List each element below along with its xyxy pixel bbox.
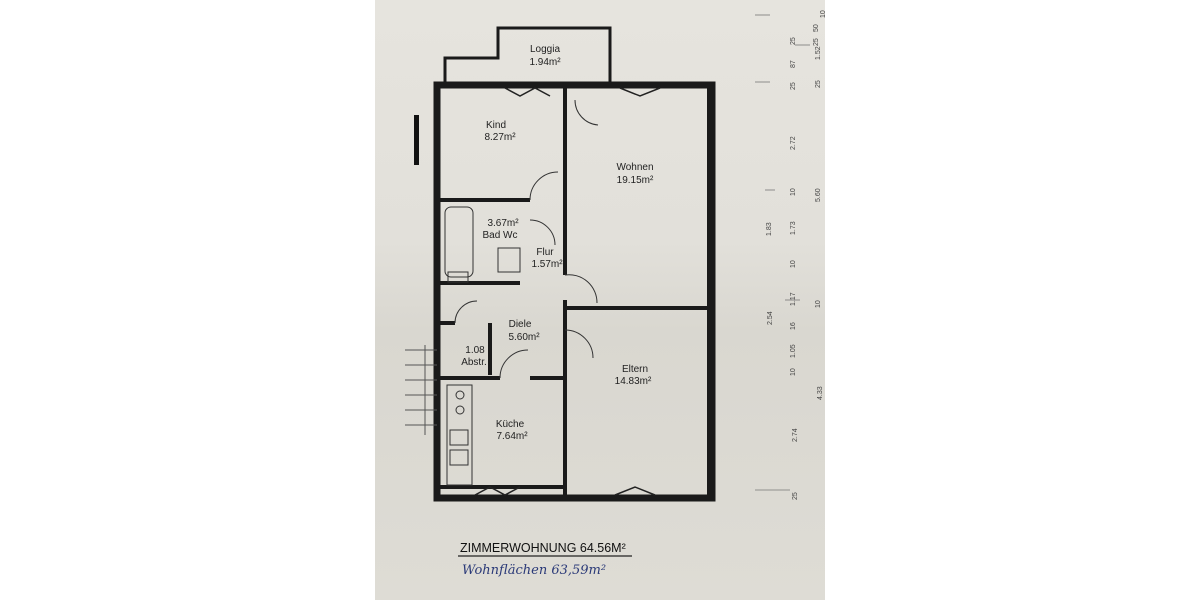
interior-walls xyxy=(440,88,708,495)
dim-label: 2.54 xyxy=(767,311,774,325)
dim-label: 10 xyxy=(790,188,797,196)
loggia-wall xyxy=(443,26,612,85)
dimension-lines xyxy=(755,14,810,491)
room-area-wohnen: 19.15m² xyxy=(617,175,654,186)
dim-label: 5.60 xyxy=(815,188,822,202)
kitchen-fixtures xyxy=(446,384,473,486)
dim-label: 25 xyxy=(813,38,820,46)
dim-label: 16 xyxy=(790,322,797,330)
room-name-abstr: Abstr. xyxy=(461,357,487,368)
doors xyxy=(454,99,599,379)
dim-label: 1.73 xyxy=(790,221,797,235)
door-eltern xyxy=(564,329,594,359)
marker xyxy=(414,115,419,165)
room-area-eltern: 14.83m² xyxy=(615,376,652,387)
dim-label: 50 xyxy=(813,24,820,32)
dim-label: 1.83 xyxy=(766,222,773,236)
room-area-diele: 5.60m² xyxy=(508,332,540,343)
room-area-kueche: 7.64m² xyxy=(496,431,528,442)
room-name-kueche: Küche xyxy=(496,419,525,430)
room-area-loggia: 1.94m² xyxy=(529,57,561,68)
dim-label: 2.72 xyxy=(790,136,797,150)
dim-label: 1.17 xyxy=(790,292,797,306)
dim-label: 1.52 xyxy=(815,46,822,60)
dim-label: 25 xyxy=(792,492,799,500)
room-name-diele: Diele xyxy=(509,319,532,330)
dim-label: 2.74 xyxy=(792,428,799,442)
floor-plan-paper: Loggia 1.94m² Kind 8.27m² Wohnen 19.15m²… xyxy=(375,0,825,600)
dim-label: 10 xyxy=(790,368,797,376)
handwritten-area-note: Wohnflächen 63,59m² xyxy=(462,563,606,578)
room-name-eltern: Eltern xyxy=(622,364,648,375)
dim-label: 10 xyxy=(820,10,825,18)
room-area-abstr: 1.08 xyxy=(465,345,485,356)
room-area-flur: 1.57m² xyxy=(531,259,563,270)
room-area-kind: 8.27m² xyxy=(484,132,516,143)
dim-label: 10 xyxy=(815,300,822,308)
room-name-flur: Flur xyxy=(536,247,554,258)
dimension-labels: 2.54 2.54 1.83 2.72 87 25 25 10 1.73 10 … xyxy=(766,10,825,500)
apartment-title: ZIMMERWOHNUNG 64.56M² xyxy=(460,541,626,555)
windows xyxy=(474,87,661,496)
dim-label: 1.05 xyxy=(790,344,797,358)
dim-label: 25 xyxy=(790,37,797,45)
outer-walls xyxy=(433,81,716,502)
dim-label: 25 xyxy=(815,80,822,88)
door-kind xyxy=(529,171,559,201)
door-balcony xyxy=(574,99,599,126)
bath-fixtures xyxy=(444,206,521,283)
room-name-kind: Kind xyxy=(486,120,506,131)
dim-label: 25 xyxy=(790,82,797,90)
door-wohnen xyxy=(564,274,598,304)
room-name-bad: Bad Wc xyxy=(482,230,517,241)
outer-wall xyxy=(433,81,716,502)
door-bad xyxy=(529,219,556,246)
door-abstr xyxy=(454,300,478,324)
room-name-wohnen: Wohnen xyxy=(616,162,653,173)
dim-label: 4.33 xyxy=(817,386,824,400)
stairs xyxy=(405,345,437,435)
dim-label: 10 xyxy=(790,260,797,268)
room-name-loggia: Loggia xyxy=(530,44,560,55)
floor-plan: Loggia 1.94m² Kind 8.27m² Wohnen 19.15m²… xyxy=(405,10,825,578)
dim-label: 87 xyxy=(790,60,797,68)
door-kueche xyxy=(499,349,529,379)
room-area-bad: 3.67m² xyxy=(487,218,519,229)
